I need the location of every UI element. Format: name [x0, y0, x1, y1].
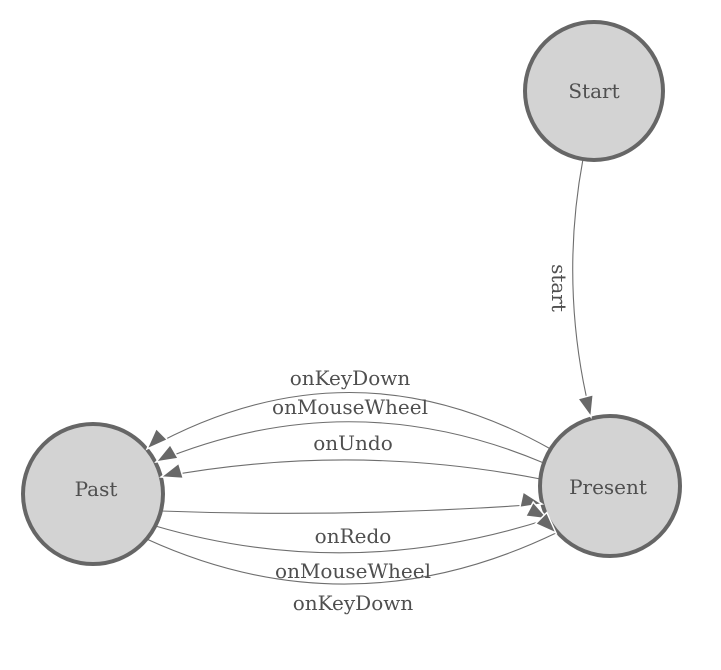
- edge-onkeydown-to-present-line: [146, 532, 557, 585]
- edge-onundo-to-past-line: [160, 459, 541, 480]
- edge-start-label: start: [547, 264, 571, 312]
- edge-onundo-past-arrowhead-icon: [158, 461, 185, 480]
- node-start: Start: [523, 20, 665, 162]
- edge-labels: start onKeyDown onMouseWheel onUndo onRe…: [272, 264, 571, 615]
- edge-start-to-present-line: [572, 158, 592, 418]
- edge-onmousewheel-to-past-label: onMouseWheel: [272, 395, 428, 419]
- edge-onmousewheel-past-arrowhead-icon: [154, 443, 180, 464]
- node-present-circle: [538, 414, 682, 558]
- node-past: Past: [21, 422, 165, 566]
- edge-onkeydown-to-past-label: onKeyDown: [290, 366, 411, 390]
- node-present-label: Present: [569, 475, 647, 499]
- edge-onredo-to-present-line: [160, 503, 543, 514]
- edge-onkeydown-to-present-label: onKeyDown: [293, 591, 414, 615]
- edge-onundo-to-past-label: onUndo: [313, 431, 393, 455]
- edge-onkeydown-present-arrowhead-icon: [534, 511, 558, 535]
- node-present: Present: [538, 414, 682, 558]
- edge-onkeydown-to-past-line: [146, 391, 551, 450]
- edge-onmousewheel-to-past-line: [155, 421, 545, 464]
- edge-start-arrowhead-icon: [576, 393, 595, 420]
- edge-onredo-to-present-label: onRedo: [315, 524, 392, 548]
- node-start-circle: [523, 20, 665, 162]
- edge-onmousewheel-to-present-label: onMouseWheel: [275, 559, 431, 583]
- node-past-circle: [21, 422, 165, 566]
- edge-onkeydown-past-arrowhead-icon: [145, 427, 169, 451]
- edge-onmousewheel-present-arrowhead-icon: [524, 500, 550, 520]
- arrowheads: [145, 393, 595, 535]
- node-past-label: Past: [75, 477, 118, 501]
- edge-onmousewheel-to-present-line: [155, 518, 549, 554]
- edge-lines: [146, 158, 592, 585]
- node-start-label: Start: [568, 79, 619, 103]
